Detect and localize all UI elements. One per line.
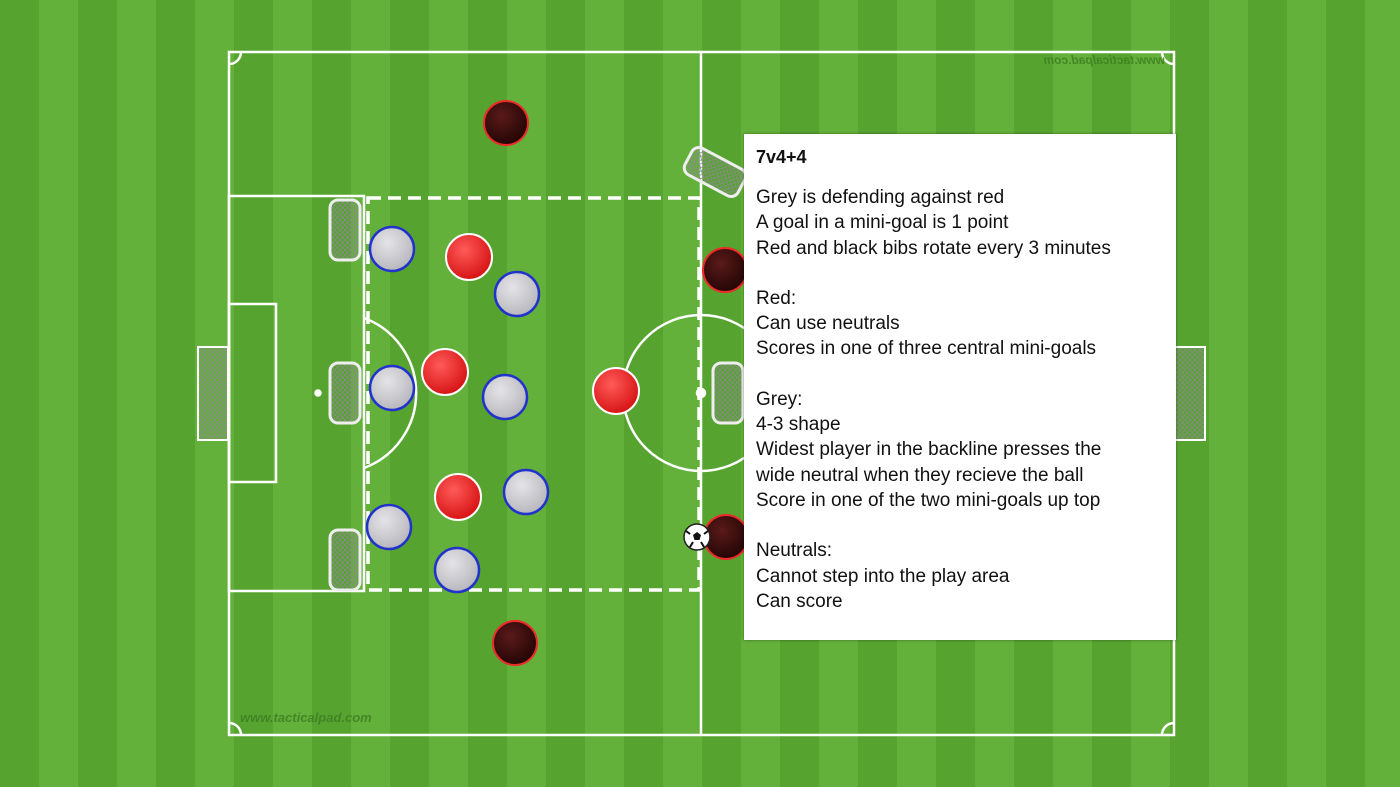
grey-player[interactable] [502,468,550,516]
grey-player[interactable] [493,270,541,318]
info-line: 4-3 shape [756,414,841,436]
info-section-grey: Grey: 4-3 shape Widest player in the bac… [756,387,1164,513]
info-line: A goal in a mini-goal is 1 point [756,212,1009,234]
grey-player[interactable] [368,364,416,412]
info-section-neutrals: Neutrals: Cannot step into the play area… [756,538,1164,614]
drill-title: 7v4+4 [756,147,807,167]
mini-goal [328,528,362,592]
info-section-rules: Grey is defending against red A goal in … [756,185,1164,261]
mini-goal [328,361,362,425]
play-area-boundary [366,196,701,592]
grey-player[interactable] [433,546,481,594]
info-heading: Neutrals: [756,540,833,562]
watermark-mirrored: www.tacticalpad.com [1043,53,1165,67]
grey-player[interactable] [368,225,416,273]
info-heading: Red: [756,287,797,309]
red-player[interactable] [421,348,469,396]
neutral-player[interactable] [483,100,529,146]
red-player[interactable] [592,367,640,415]
neutral-player[interactable] [492,620,538,666]
info-line: Score in one of the two mini-goals up to… [756,489,1101,511]
info-line: Grey is defending against red [756,187,1005,208]
mini-goal [328,198,362,262]
mini-goal [682,145,748,199]
info-section-red: Red: Can use neutrals Scores in one of t… [756,286,1164,362]
info-line: Widest player in the backline presses th… [756,439,1102,461]
grey-player[interactable] [481,373,529,421]
mini-goal [711,361,745,425]
info-line: wide neutral when they recieve the ball [756,464,1084,486]
grey-player[interactable] [365,503,413,551]
info-line: Cannot step into the play area [756,565,1010,587]
info-heading: Grey: [756,388,803,410]
red-player[interactable] [445,233,493,281]
red-player[interactable] [434,473,482,521]
info-line: Can use neutrals [756,313,900,335]
info-line: Scores in one of three central mini-goal… [756,338,1097,360]
info-line: Can score [756,590,843,612]
neutral-player[interactable] [702,247,748,293]
info-line: Red and black bibs rotate every 3 minute… [756,237,1111,259]
ball-icon[interactable] [683,523,711,551]
goal-left [197,346,229,441]
drill-info-panel: 7v4+4 Grey is defending against red A go… [744,134,1176,640]
watermark: www.tacticalpad.com [240,710,372,725]
goal-right [1174,346,1206,441]
